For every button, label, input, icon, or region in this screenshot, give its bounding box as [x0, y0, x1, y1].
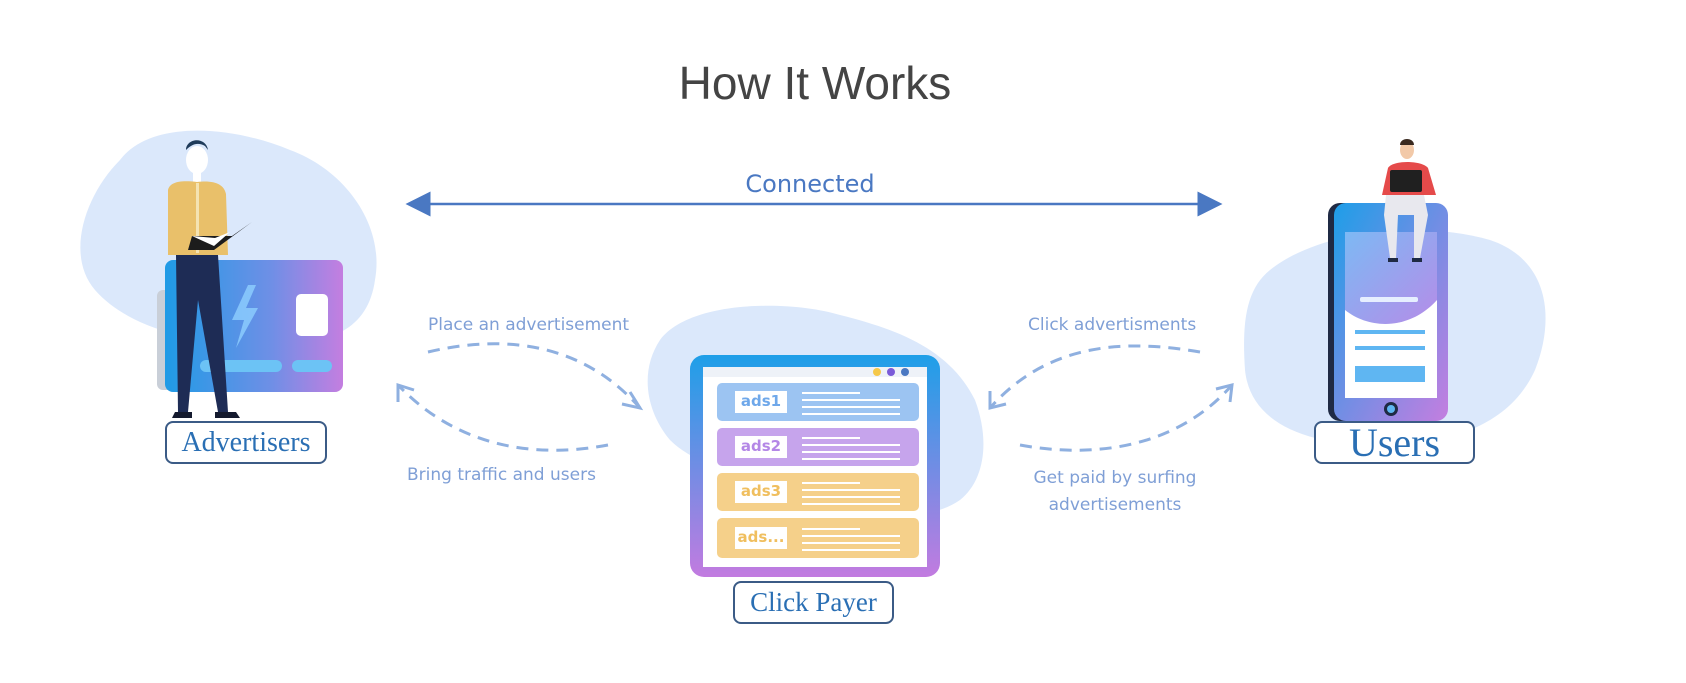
place-ad-label: Place an advertisement	[428, 315, 630, 335]
click-ads-arrow	[988, 344, 1201, 409]
get-paid-label-line1: Get paid by surfing	[1033, 468, 1197, 488]
bring-traffic-arrow	[396, 383, 609, 452]
connected-label: Connected	[745, 170, 875, 198]
users-label: Users	[1314, 421, 1475, 464]
ad-tag-2: ads2	[740, 437, 782, 455]
ad-slot-3	[717, 473, 919, 511]
place-ad-arrow	[427, 342, 642, 409]
get-paid-label-line2: advertisements	[1048, 495, 1182, 515]
ad-tag-1: ads1	[740, 392, 782, 410]
click-ads-label: Click advertisments	[1028, 315, 1197, 335]
get-paid-label: Get paid by surfing advertisements	[1020, 465, 1210, 519]
advertiser-person-icon	[168, 140, 252, 418]
ad-tag-3: ads3	[740, 482, 782, 500]
click-payer-label: Click Payer	[733, 581, 894, 624]
ad-tag-4: ads...	[737, 528, 785, 546]
browser-window-icon	[690, 355, 940, 577]
bring-traffic-label: Bring traffic and users	[407, 465, 596, 485]
click-ads-arrowhead	[988, 391, 1007, 410]
ad-slot-2	[717, 428, 919, 466]
place-ad-arrowhead	[621, 391, 644, 411]
ad-slot-1	[717, 383, 919, 421]
page-title: How It Works	[678, 57, 952, 109]
ad-slot-4	[717, 518, 919, 558]
advertisers-label: Advertisers	[165, 421, 327, 464]
get-paid-arrow	[1019, 384, 1234, 452]
bring-traffic-arrowhead	[396, 382, 415, 402]
user-with-laptop-icon	[1382, 139, 1436, 262]
get-paid-arrowhead	[1215, 383, 1234, 403]
